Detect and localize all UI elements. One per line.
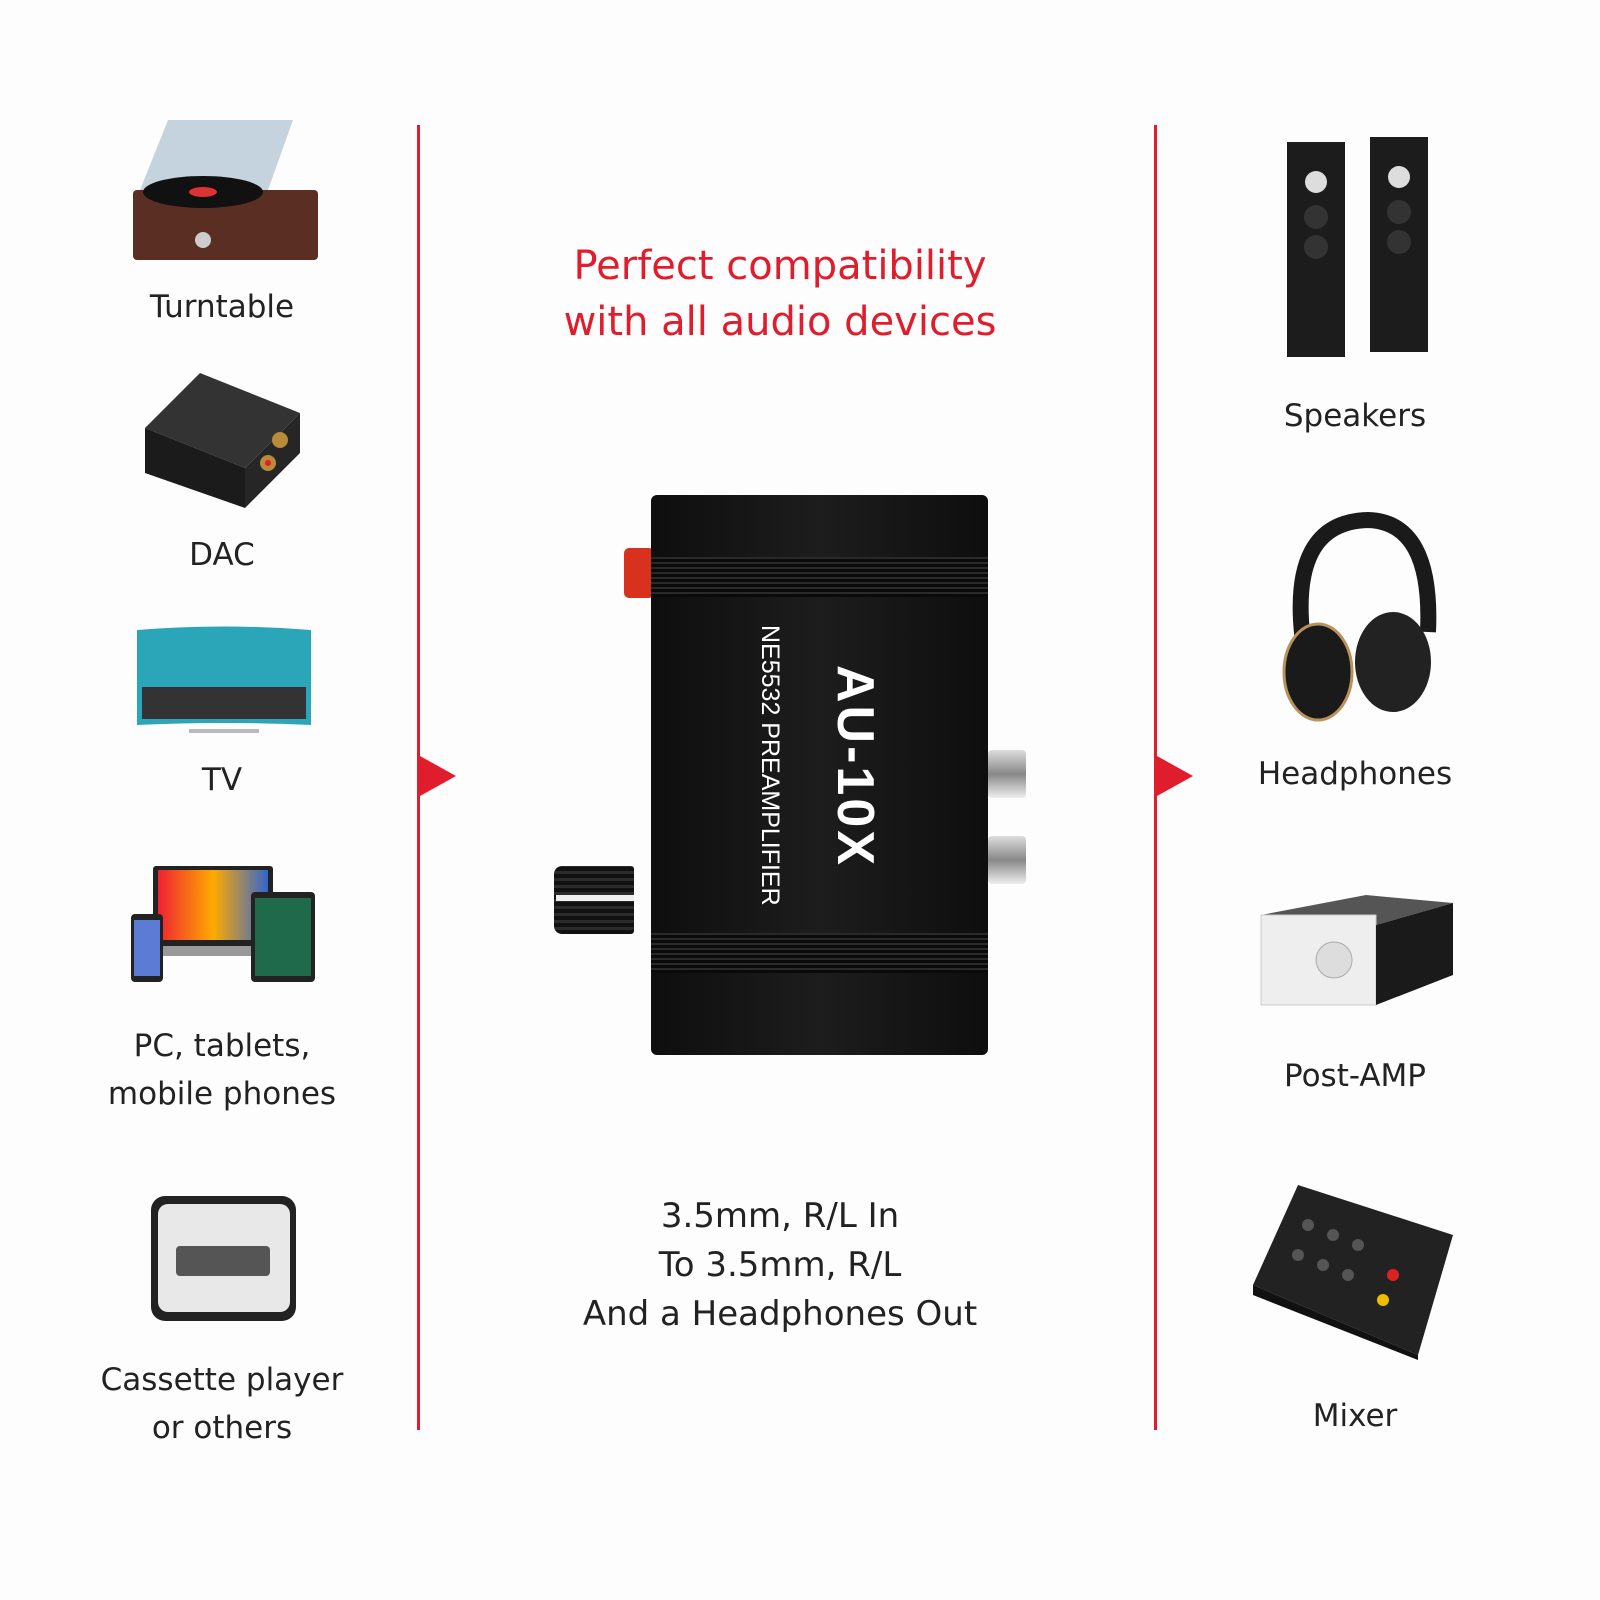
power-button-icon [624,548,654,598]
headline-line: Perfect compatibility [573,243,987,289]
left-divider [417,125,420,1430]
connection-spec: 3.5mm, R/L In To 3.5mm, R/L And a Headph… [480,1192,1080,1339]
input-label-turntable: Turntable [149,289,295,325]
product-model: AU-10X [826,665,884,868]
power-amp-icon [1260,895,1453,1006]
rca-jack-icon [988,750,1026,798]
arrow-right-icon [420,756,456,796]
spec-line: To 3.5mm, R/L [658,1245,902,1285]
grooves [651,933,988,973]
label-line: PC, tablets, [133,1028,311,1064]
output-label-speakers: Speakers [1283,398,1427,434]
speakers-icon [1287,137,1428,357]
devices-icon [131,866,315,982]
rca-jack-icon [988,836,1026,884]
spec-line: 3.5mm, R/L In [660,1196,900,1236]
preamplifier-body: NE5532 PREAMPLIFIER AU-10X [651,495,988,1055]
output-label-post-amp: Post-AMP [1283,1058,1426,1094]
output-label-headphones: Headphones [1257,756,1453,792]
product-subtitle: NE5532 PREAMPLIFIER [756,625,784,906]
headline: Perfect compatibility with all audio dev… [480,238,1080,350]
input-label-dac: DAC [189,537,255,573]
headphones-icon [1282,512,1437,722]
grooves [651,557,988,597]
input-label-tv: TV [201,762,243,798]
output-label-mixer: Mixer [1312,1398,1398,1434]
dac-icon [145,373,300,508]
label-line: Cassette player [100,1362,344,1398]
label-line: or others [151,1410,293,1446]
label-line: mobile phones [107,1076,337,1112]
arrow-right-icon [1157,756,1193,796]
turntable-icon [133,120,318,260]
headline-line: with all audio devices [563,299,997,345]
input-label-cassette: Cassette player or others [42,1356,402,1452]
right-divider [1154,125,1157,1430]
mixer-icon [1253,1185,1453,1360]
input-label-devices: PC, tablets, mobile phones [42,1022,402,1118]
spec-line: And a Headphones Out [582,1294,978,1334]
knob-indicator [556,895,634,901]
tv-icon [137,626,311,733]
cassette-icon [151,1196,296,1321]
